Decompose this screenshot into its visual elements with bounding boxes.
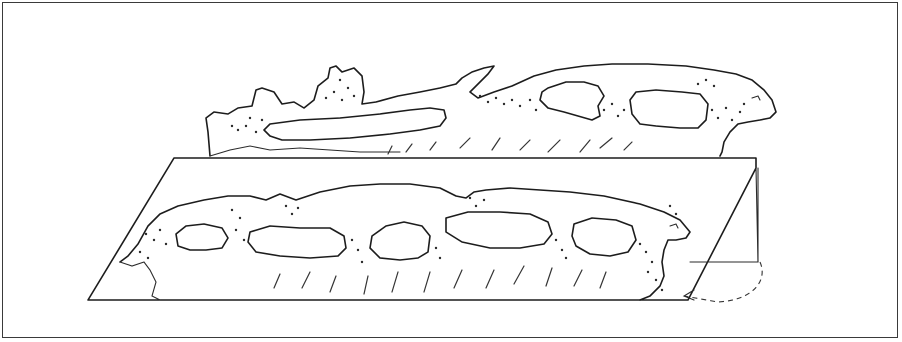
upper-cavity-round [540, 82, 604, 120]
lower-cavity-3 [370, 222, 430, 260]
upper-specimen-base [210, 146, 400, 156]
section-plane-outline [88, 158, 756, 300]
lower-cavity-1 [176, 224, 228, 250]
upper-hatching [388, 138, 632, 154]
upper-specimen-outline [206, 64, 776, 156]
lower-cavity-4 [446, 212, 552, 248]
rotation-arrow-head [684, 290, 694, 300]
lower-cavity-5 [572, 218, 636, 256]
upper-stippling [231, 79, 745, 133]
section-plane-back [690, 168, 758, 262]
lower-specimen-base [120, 262, 160, 300]
rotation-arrow-path [684, 262, 762, 302]
rotation-arrow [684, 262, 762, 302]
lower-specimen-eye [670, 224, 678, 228]
lower-stippling [139, 197, 677, 291]
section-plane [88, 158, 758, 300]
upper-cavity-long [264, 108, 446, 140]
upper-specimen-eye [752, 96, 760, 100]
upper-specimen [206, 64, 776, 156]
lower-cavity-2 [248, 226, 346, 258]
lower-specimen-outline [120, 184, 690, 300]
lower-hatching [274, 266, 606, 294]
lower-specimen [120, 184, 690, 300]
upper-cavity-square [630, 90, 708, 128]
